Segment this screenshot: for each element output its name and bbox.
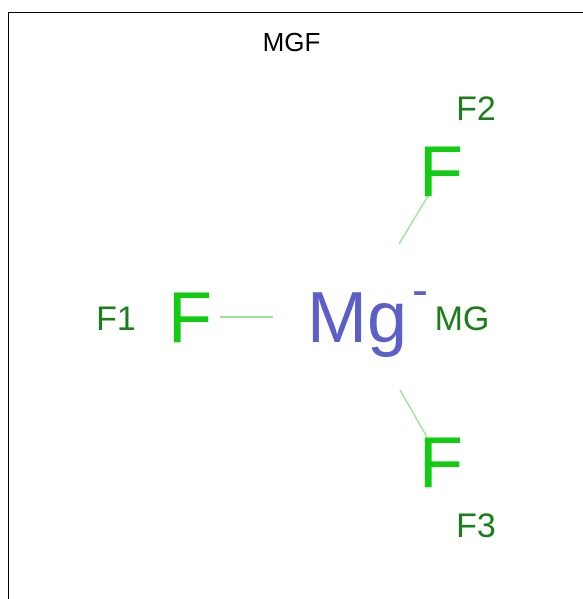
atom-mg-label: MG bbox=[435, 300, 490, 338]
atom-f3: F bbox=[419, 423, 463, 503]
atom-f1: F bbox=[168, 278, 212, 358]
atom-f2-label: F2 bbox=[456, 90, 496, 128]
atom-f1-label: F1 bbox=[96, 300, 136, 338]
molecule-title: MGF bbox=[262, 27, 321, 57]
bond-f2-mg bbox=[398, 195, 429, 245]
atom-f2: F bbox=[419, 132, 463, 212]
atom-f3-label: F3 bbox=[456, 507, 496, 545]
atom-mg: Mg bbox=[307, 278, 407, 358]
viewer-frame bbox=[8, 12, 583, 599]
bond-f3-mg bbox=[399, 389, 428, 438]
molecule-diagram: Mg - MG F F1 F F2 F F3 bbox=[96, 90, 496, 545]
atom-mg-charge: - bbox=[412, 264, 428, 317]
